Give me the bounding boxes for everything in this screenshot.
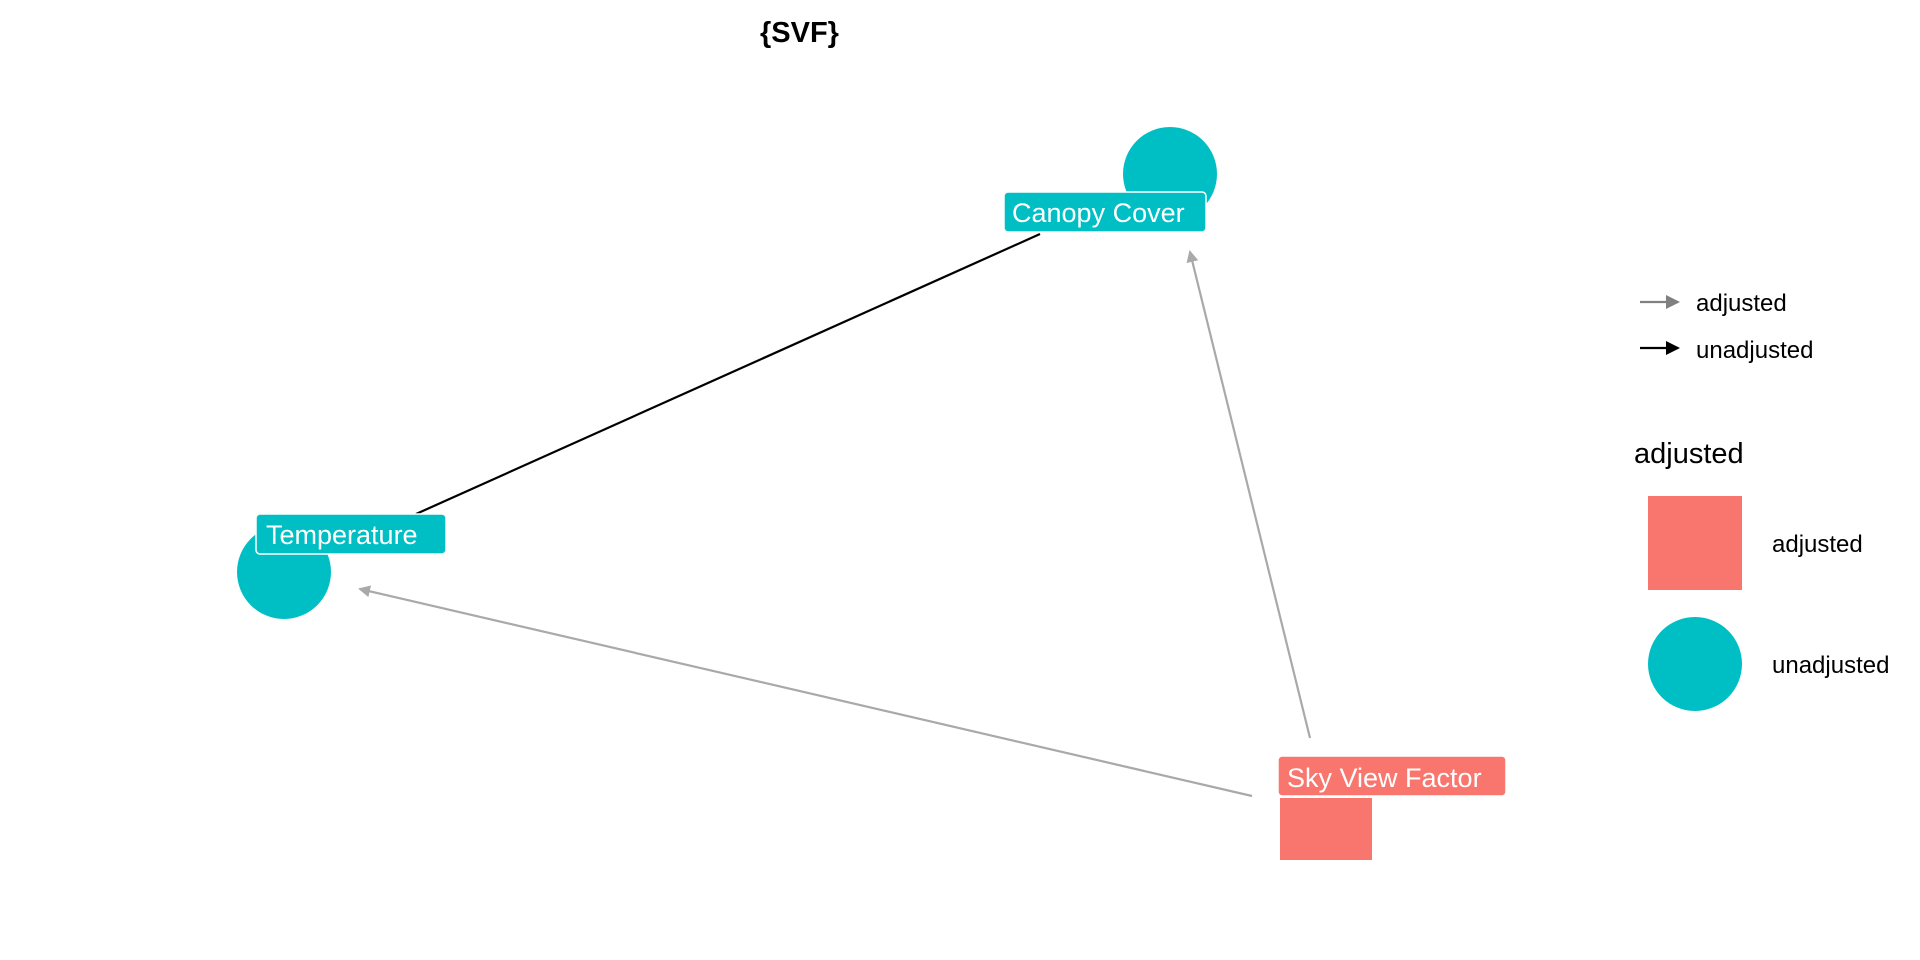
legend-adjusted-square-icon [1648, 496, 1742, 590]
svg-text:Sky View Factor: Sky View Factor [1287, 763, 1482, 793]
edge-legend: adjusted unadjusted [1640, 290, 1813, 364]
legend-unadjusted-circle-icon [1648, 617, 1742, 711]
node-sky-view-factor-square [1280, 798, 1372, 860]
svg-text:Temperature: Temperature [266, 520, 418, 550]
legend-node-unadjusted-label: unadjusted [1772, 652, 1889, 679]
legend-edge-adjusted-label: adjusted [1696, 290, 1787, 317]
node-legend: adjusted adjusted unadjusted [1634, 438, 1889, 711]
edge-svf-to-temperature [358, 585, 1253, 798]
edge-svf-to-canopy [1186, 250, 1312, 739]
node-label-sky-view-factor: Sky View Factor [1277, 755, 1507, 797]
svg-text:Canopy Cover: Canopy Cover [1012, 198, 1185, 228]
legend-node-title: adjusted [1634, 438, 1744, 470]
node-label-temperature: Temperature [255, 513, 447, 555]
legend-node-adjusted-label: adjusted [1772, 531, 1863, 558]
node-label-canopy-cover: Canopy Cover [1003, 191, 1207, 233]
diagram-title: {SVF} [760, 17, 839, 49]
edge-canopy-to-temperature [415, 232, 1041, 516]
legend-edge-unadjusted-label: unadjusted [1696, 337, 1813, 364]
